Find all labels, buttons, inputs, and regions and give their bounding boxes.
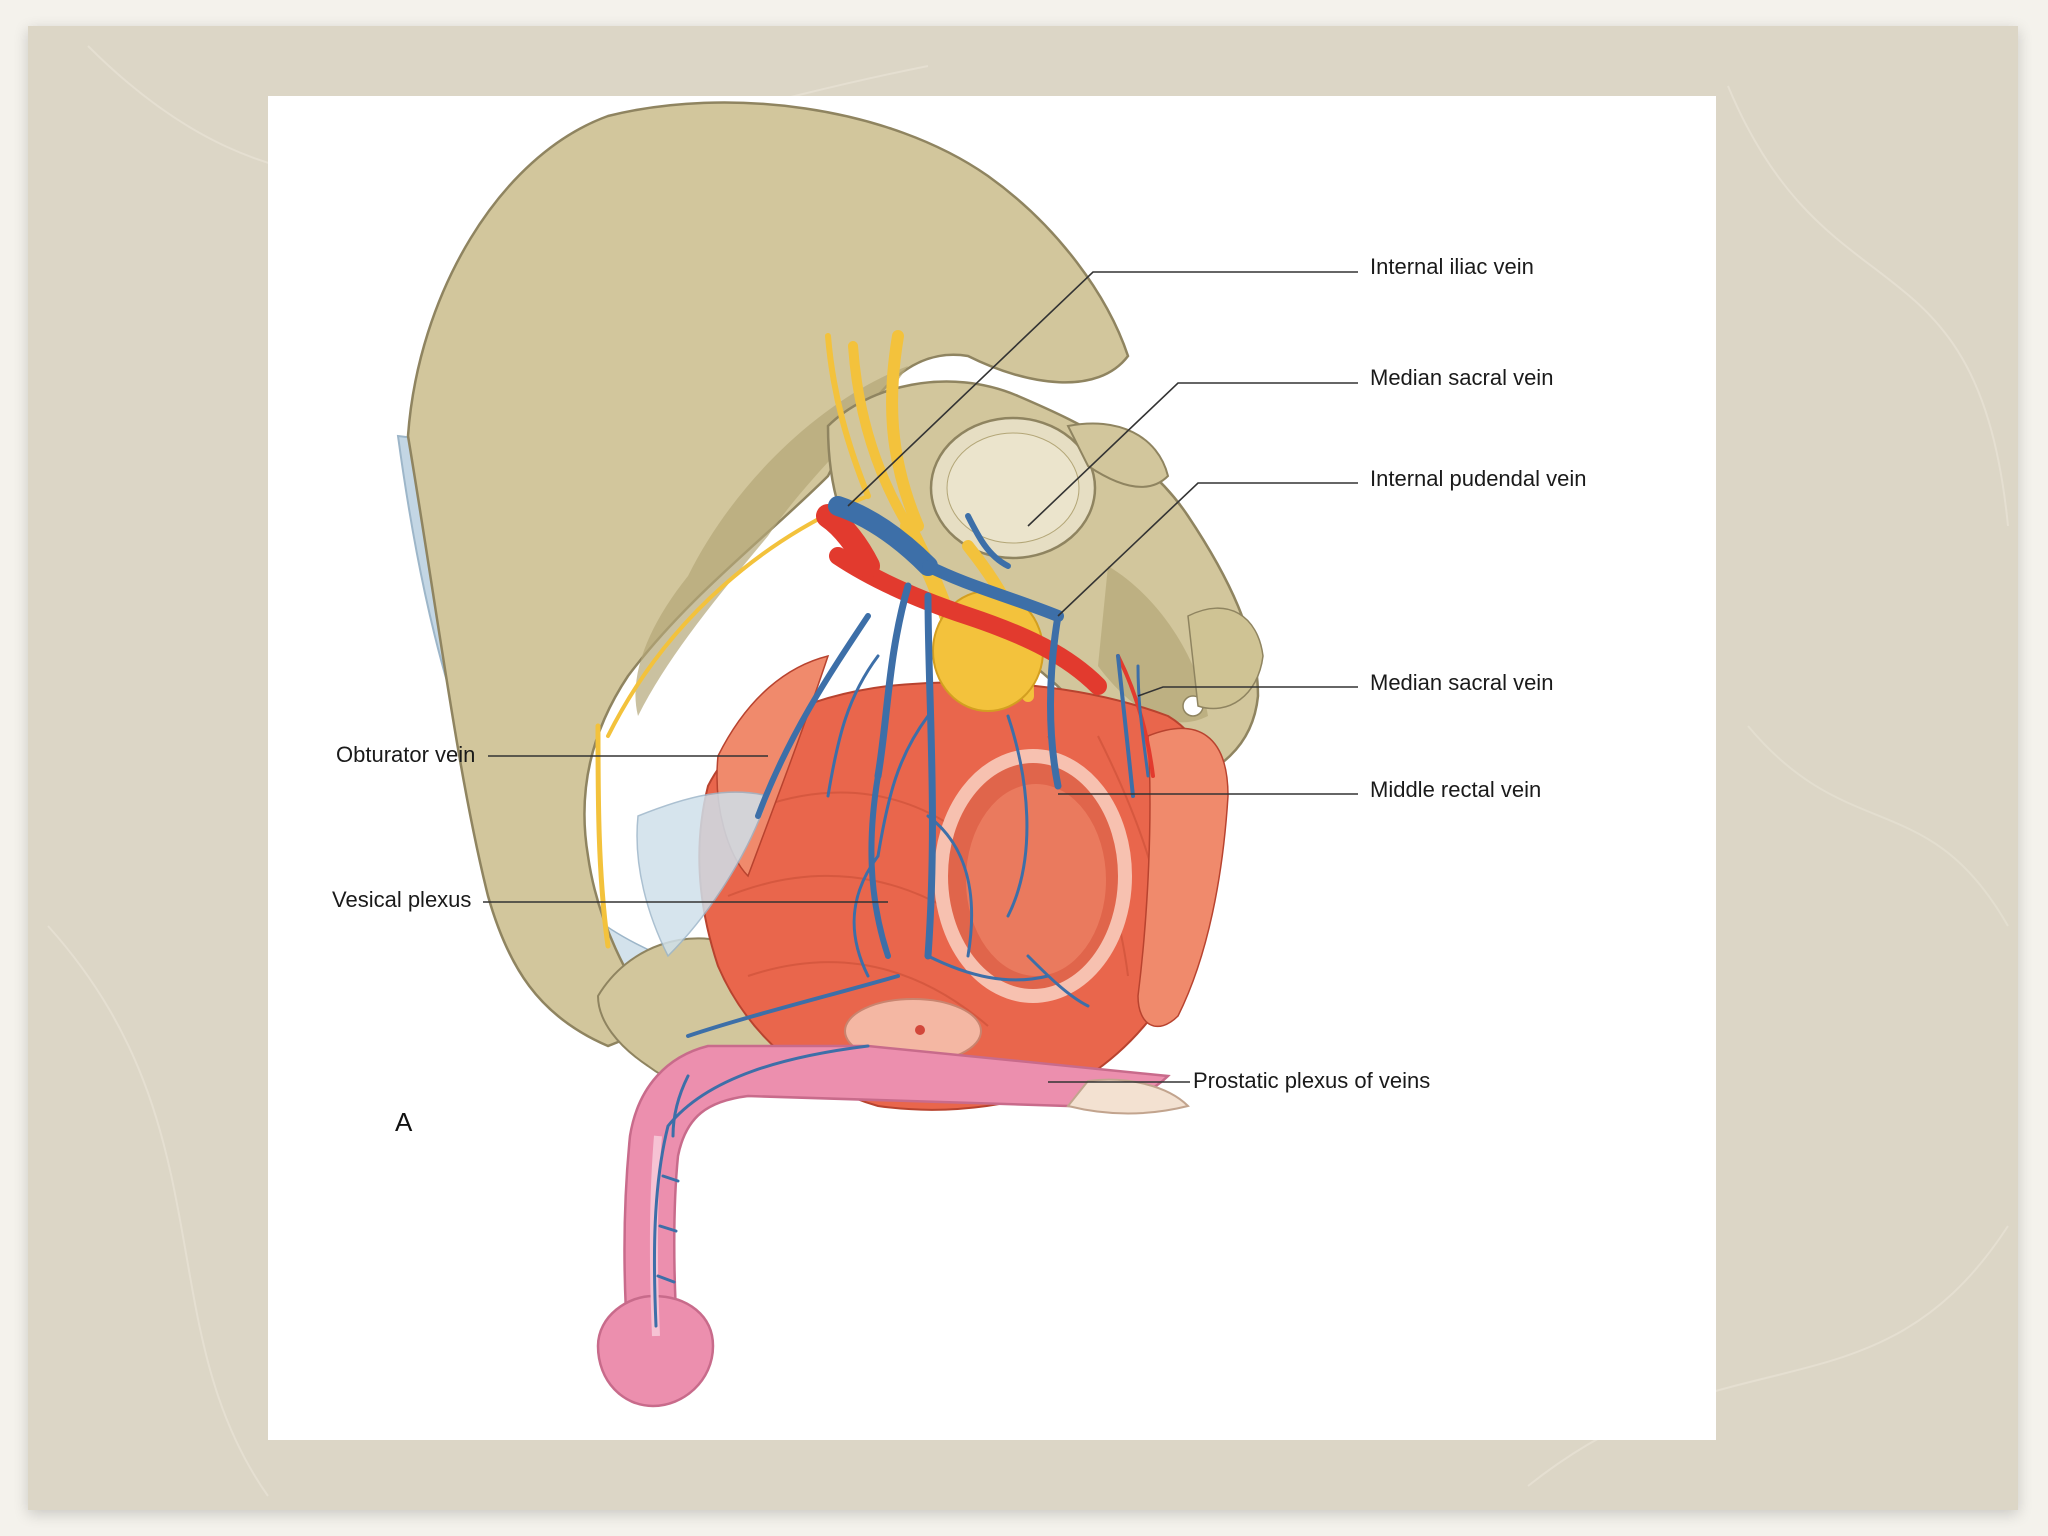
label-vesical-plexus: Vesical plexus <box>332 887 472 912</box>
veins <box>686 496 1150 1038</box>
leader-internal-pudendal-vein <box>1057 482 1358 617</box>
label-median-sacral-vein-upper: Median sacral vein <box>1370 365 1554 390</box>
penile-veins <box>652 1044 870 1328</box>
vertebral-body-inner <box>946 432 1080 544</box>
sacral-ala <box>1066 422 1170 488</box>
label-obturator-vein: Obturator vein <box>336 742 476 767</box>
urethra-opening <box>915 1025 925 1035</box>
pelvis-illustration <box>396 101 1358 1408</box>
coccyx <box>1187 607 1264 710</box>
corpus-cavernosum-cut <box>1066 1078 1190 1115</box>
rectum-inner <box>966 784 1106 976</box>
glans <box>596 1294 715 1408</box>
muscle-right-band <box>1137 727 1229 1028</box>
leader-median-sacral-vein-lower <box>1137 686 1358 697</box>
figure-panel: Internal iliac vein Median sacral vein I… <box>268 96 1716 1440</box>
internal-iliac-vein-path <box>828 496 938 576</box>
leader-internal-iliac-vein <box>847 271 1358 507</box>
label-internal-iliac-vein: Internal iliac vein <box>1370 254 1534 279</box>
leader-median-sacral-vein-upper <box>1027 382 1358 527</box>
label-median-sacral-vein-lower: Median sacral vein <box>1370 670 1554 695</box>
label-internal-pudendal-vein: Internal pudendal vein <box>1370 466 1587 491</box>
sacrum-shadow <box>1098 566 1208 723</box>
label-middle-rectal-vein: Middle rectal vein <box>1370 777 1542 802</box>
leader-lines <box>483 271 1358 1083</box>
label-prostatic-plexus: Prostatic plexus of veins <box>1193 1068 1431 1093</box>
obturator-membrane <box>636 791 769 958</box>
panel-letter: A <box>395 1107 413 1137</box>
